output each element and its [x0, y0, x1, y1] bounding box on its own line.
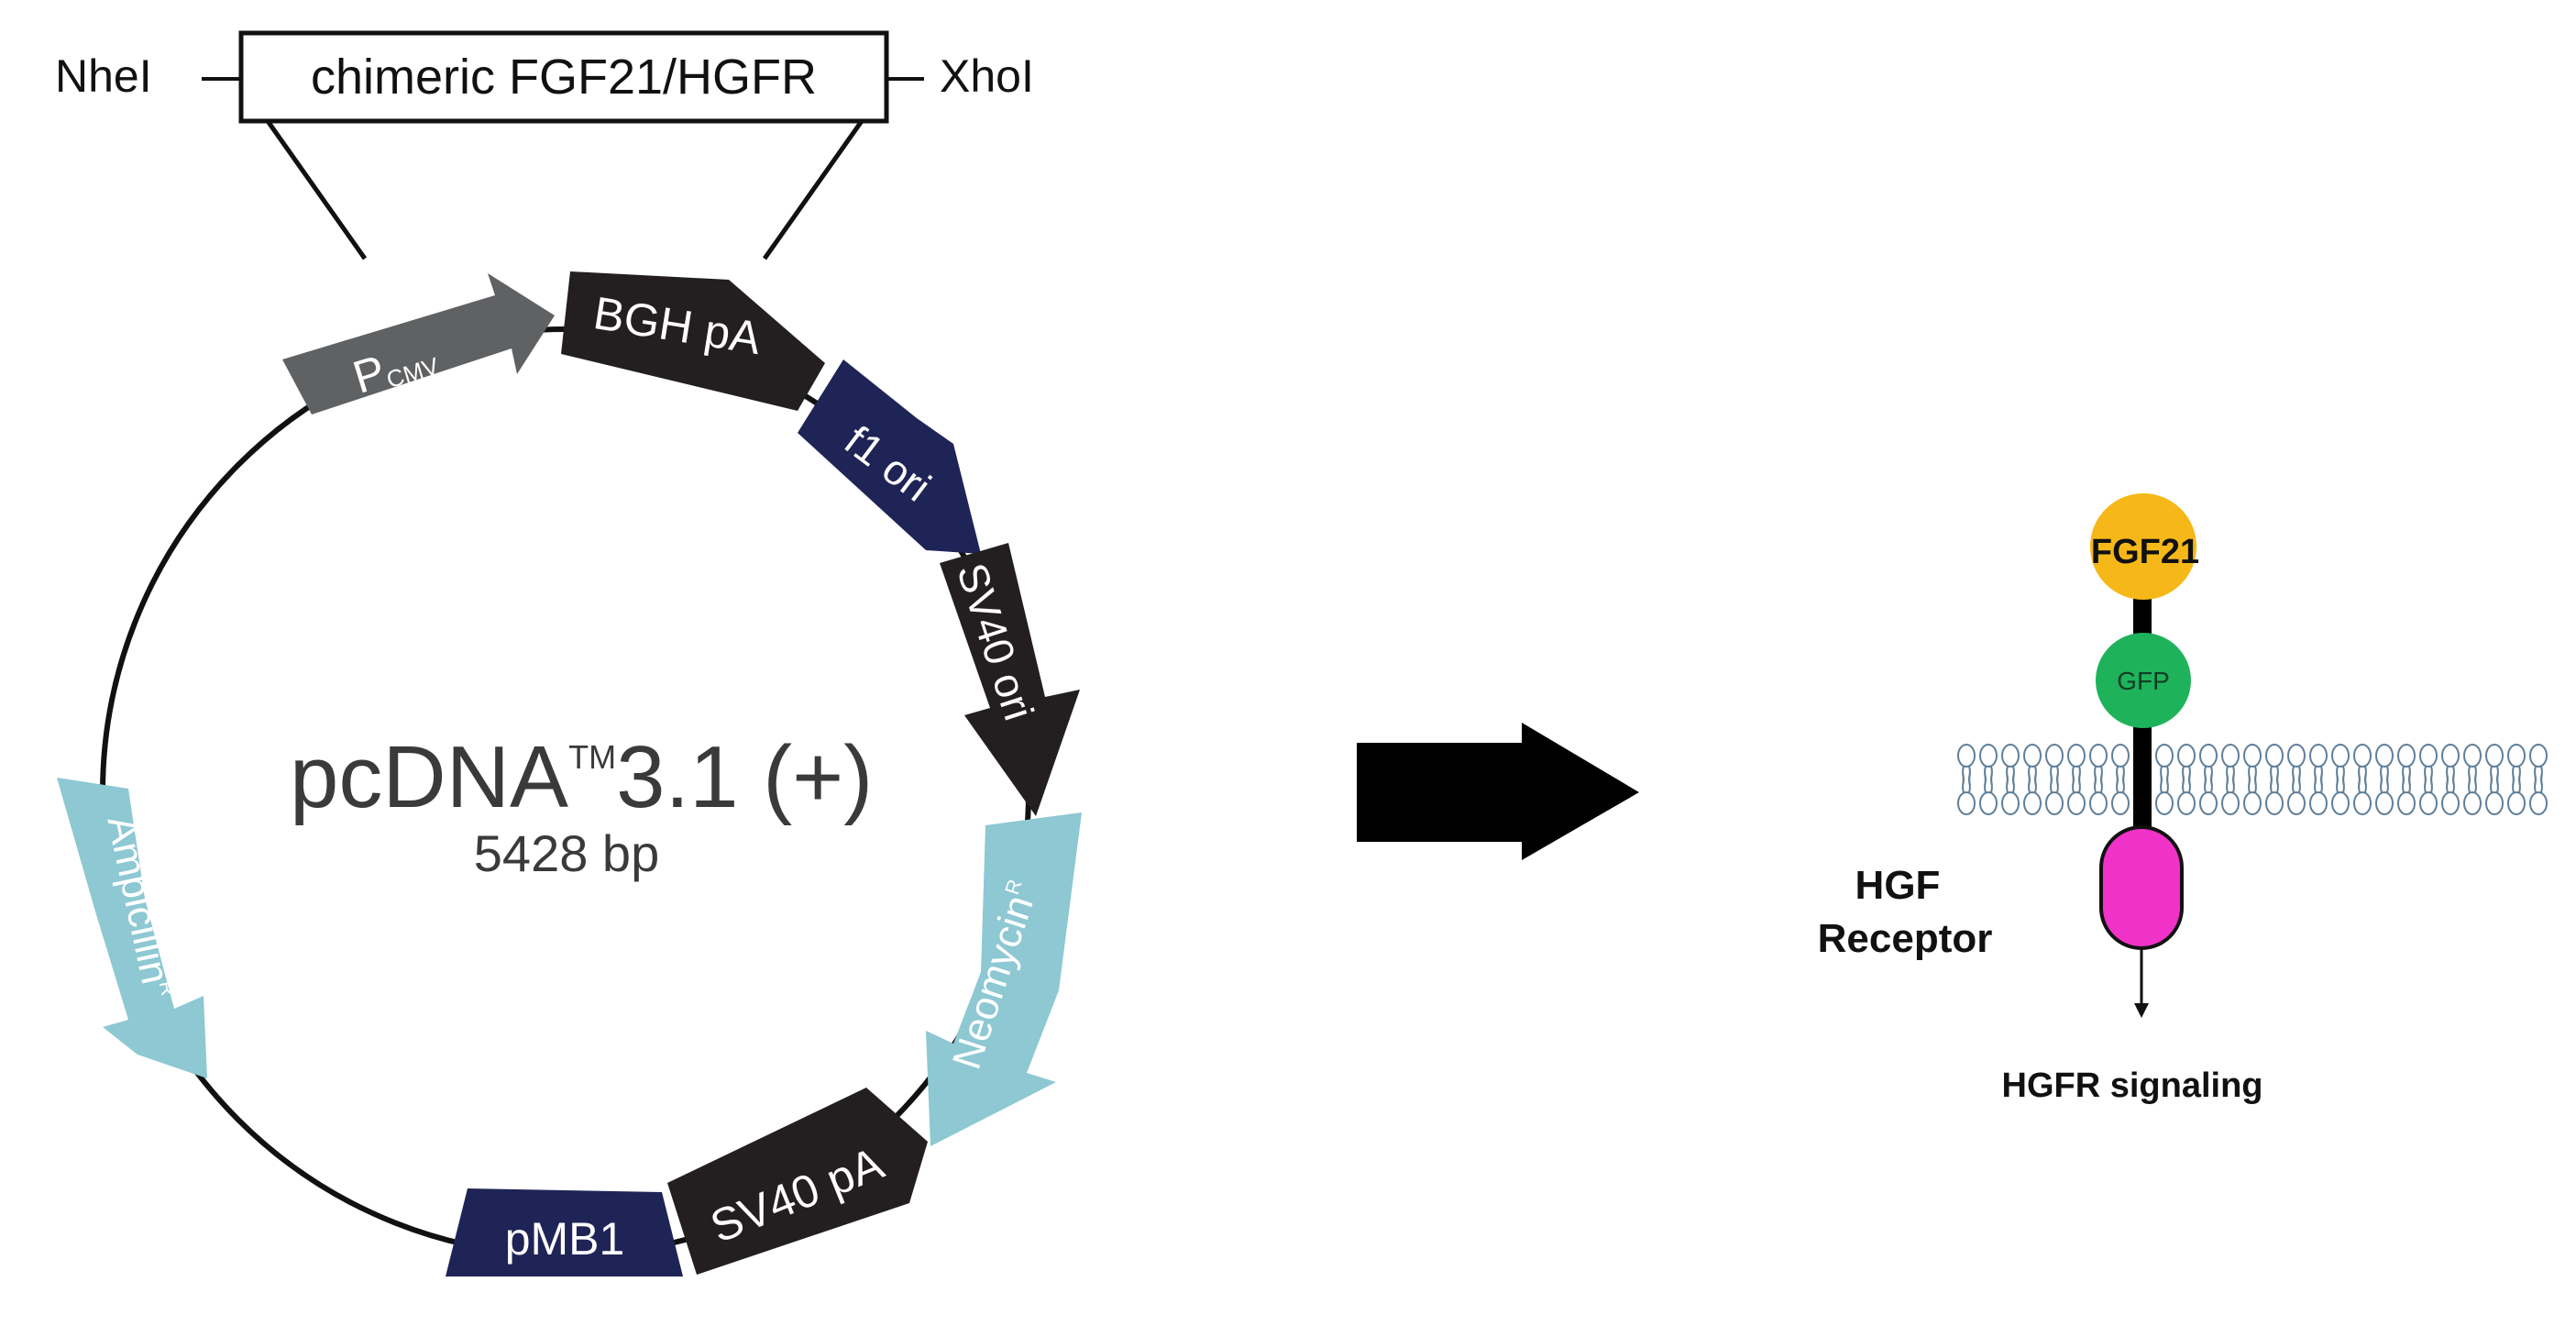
phospholipid	[2485, 744, 2504, 815]
sv40ori-arrow	[940, 543, 1080, 816]
phospholipid	[2001, 744, 2020, 815]
ampicillin-arrow	[57, 778, 207, 1078]
neomycin-sup: R	[1000, 877, 1027, 898]
pcmv-feature: PCMV	[282, 273, 555, 414]
signaling-label: HGFR signaling	[2002, 1066, 2263, 1105]
sv40ori-feature: SV40 ori	[940, 543, 1080, 816]
phospholipid	[2111, 744, 2130, 815]
gfp-tag	[2096, 633, 2191, 728]
insert-box	[238, 30, 889, 124]
fgf21-ligand	[2090, 493, 2196, 600]
pmb1-arrow	[446, 1188, 683, 1276]
fgf21-label: FGF21	[2091, 533, 2199, 571]
plasmid-map: PCMV BGH pA f1 ori SV40 ori NeomycinR	[57, 271, 1082, 1276]
phospholipid	[2309, 744, 2328, 815]
phospholipid	[2155, 744, 2174, 815]
phospholipid	[1979, 744, 1998, 815]
phospholipid	[2441, 744, 2460, 815]
plasmid-version: 3.1 (+)	[616, 728, 873, 826]
phospholipid	[2221, 744, 2240, 815]
f1ori-feature: f1 ori	[798, 359, 981, 554]
phospholipid	[2177, 744, 2196, 815]
ampicillin-sup: R	[155, 978, 181, 998]
phospholipid	[2529, 744, 2548, 815]
plasmid-trademark: TM	[568, 738, 616, 776]
plasmid-name: pcDNATM3.1 (+)	[290, 728, 873, 826]
insert-label: chimeric FGF21/HGFR	[311, 50, 817, 105]
transition-arrow	[1357, 723, 1639, 860]
phospholipid	[2089, 744, 2108, 815]
xhoi-site-label: XhoI	[940, 50, 1034, 102]
pcmv-arrow	[282, 273, 555, 414]
phospholipid	[2375, 744, 2394, 815]
sv40pa-feature: SV40 pA	[667, 1088, 928, 1275]
plasmid-size: 5428 bp	[474, 824, 659, 882]
cell-membrane	[1957, 744, 2548, 815]
phospholipid	[2243, 744, 2262, 815]
receptor-diagram: FGF21 GFP HGF Receptor HGFR signaling	[1818, 493, 2548, 1105]
phospholipid	[2419, 744, 2438, 815]
receptor-name-line2: Receptor	[1818, 916, 1993, 961]
phospholipid	[2507, 744, 2526, 815]
gfp-label: GFP	[2117, 667, 2170, 695]
insert-header: NheI chimeric FGF21/HGFR XhoI	[55, 30, 1034, 260]
bgh-feature: BGH pA	[561, 271, 825, 411]
receptor-body	[2099, 825, 2184, 950]
receptor-name-line1: HGF	[1855, 863, 1941, 908]
pmb1-label: pMB1	[505, 1213, 625, 1265]
f1ori-arrow	[798, 359, 981, 554]
phospholipid	[2287, 744, 2306, 815]
nhei-site-label: NheI	[55, 50, 152, 102]
phospholipid	[2067, 744, 2086, 815]
phospholipid	[2265, 744, 2284, 815]
phospholipid	[2331, 744, 2350, 815]
insert-right-leader	[762, 119, 864, 260]
insert-left-leader	[265, 119, 368, 260]
phospholipid	[2045, 744, 2064, 815]
signal-arrowhead	[2134, 1003, 2149, 1018]
sv40pa-arrow	[667, 1088, 928, 1275]
phospholipid	[2199, 744, 2218, 815]
phospholipid	[2023, 744, 2042, 815]
phospholipid	[2397, 744, 2416, 815]
phospholipid	[2353, 744, 2372, 815]
pmb1-feature: pMB1	[446, 1188, 683, 1276]
phospholipid	[1957, 744, 1976, 815]
bgh-arrow	[561, 271, 825, 411]
plasmid-name-main: pcDNA	[290, 728, 568, 826]
ampicillin-feature: AmpicillinR	[57, 778, 207, 1078]
neomycin-arrow	[926, 812, 1082, 1146]
phospholipid	[2463, 744, 2482, 815]
neomycin-feature: NeomycinR	[926, 812, 1082, 1146]
